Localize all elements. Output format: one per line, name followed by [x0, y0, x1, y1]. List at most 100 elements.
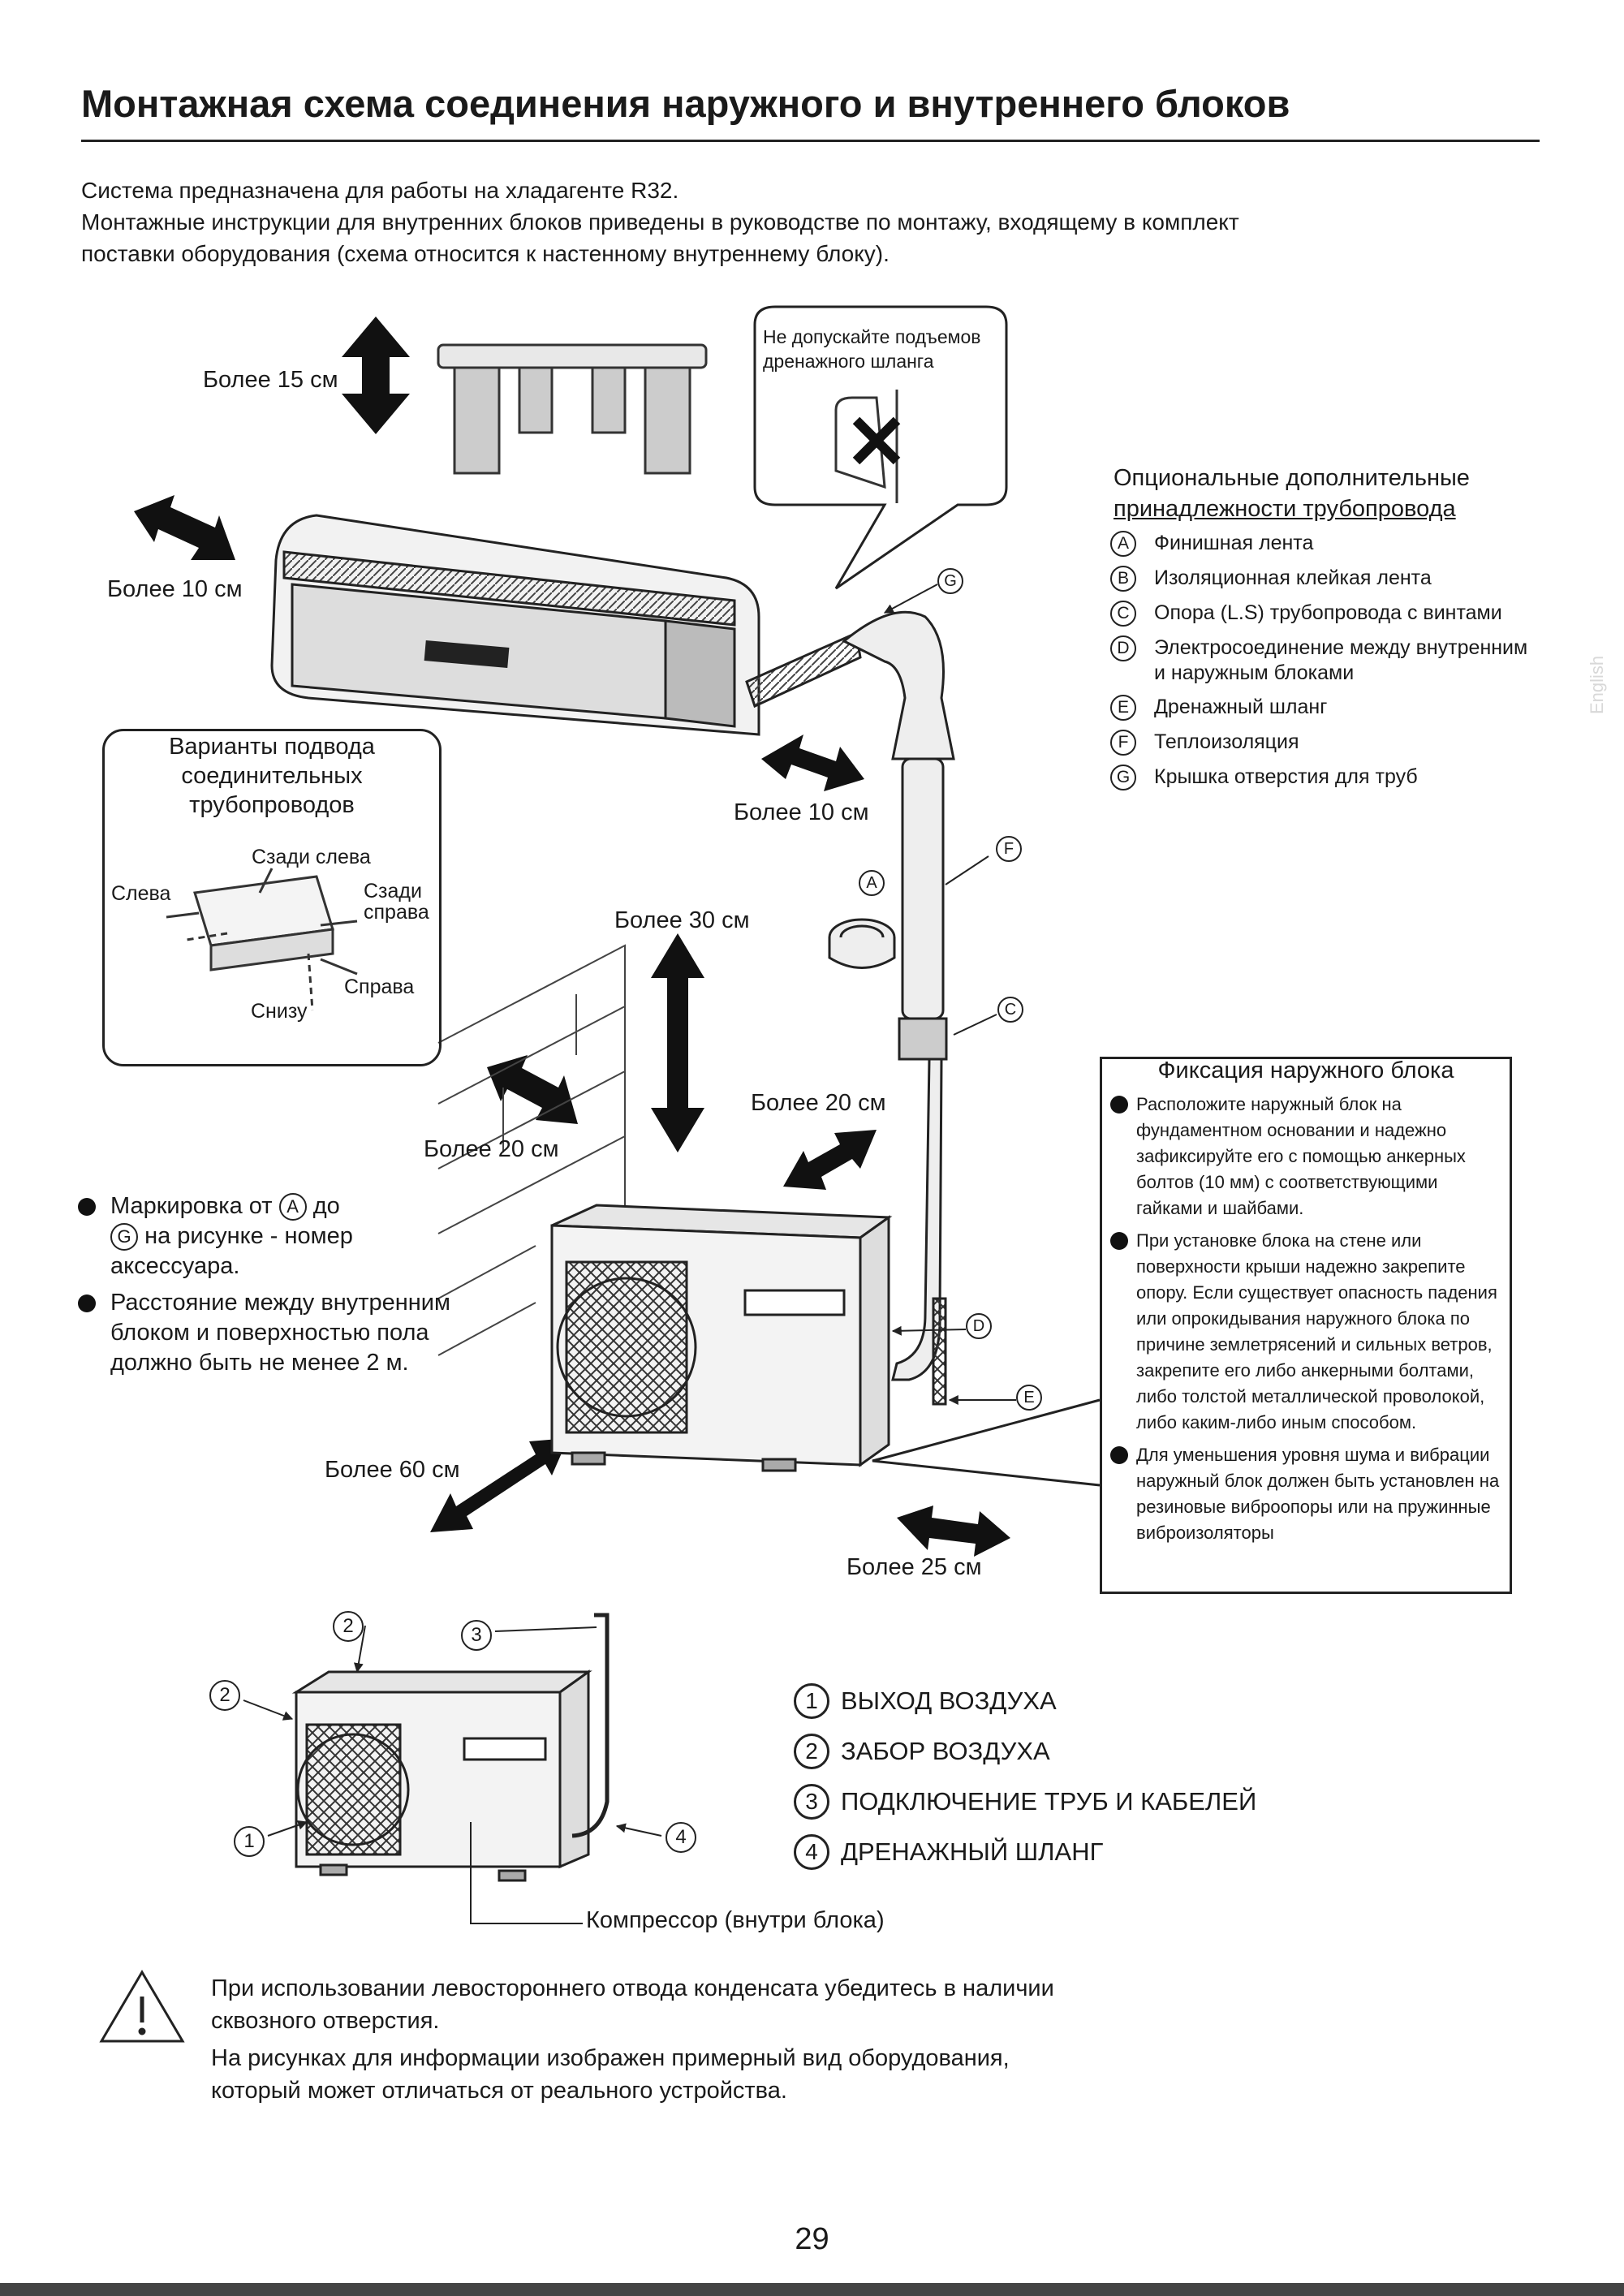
callout-3: 3: [461, 1620, 492, 1651]
page-number: 29: [795, 2222, 829, 2256]
marker-f: F: [996, 836, 1022, 862]
wall-sketch: [437, 944, 626, 1356]
bullet-icon: [1110, 1096, 1128, 1114]
drain-callout: [753, 305, 1008, 590]
callout-2-top: 2: [333, 1611, 364, 1642]
list-item-text: Для уменьшения уровня шума и вибрации на…: [1136, 1445, 1500, 1543]
mounting-plate: [437, 343, 708, 475]
warning-line: На рисунках для информации изображен при…: [211, 2045, 1010, 2071]
list-item: Маркировка от A до G на рисунке - номер …: [78, 1191, 459, 1282]
list-item-text: Маркировка от A до G на рисунке - номер …: [110, 1191, 459, 1282]
finish-tape-roll: [828, 918, 896, 969]
arrow-outdoor-left: [487, 1055, 578, 1124]
fixation-list: Расположите наружный блок на фундаментно…: [1110, 1092, 1505, 1553]
list-item-text: Крышка отверстия для труб: [1154, 765, 1418, 788]
distance-outdoor-side-label: Более 25 см: [846, 1554, 982, 1580]
variant-rear-right: Сзади справа: [364, 880, 429, 924]
bullet-icon: [1110, 1446, 1128, 1464]
arrow-above-outdoor: [651, 933, 704, 1152]
marker-e: E: [1016, 1385, 1042, 1411]
warning-icon: [99, 1970, 185, 2043]
letter-badge: F: [1110, 730, 1136, 756]
letter-badge: A: [1110, 531, 1136, 557]
outdoor-unit-callouts: [243, 1613, 662, 1924]
callout-2-side: 2: [209, 1680, 240, 1711]
list-item: Для уменьшения уровня шума и вибрации на…: [1110, 1442, 1505, 1546]
arrow-outdoor-side: [897, 1506, 1010, 1557]
note-text: до: [312, 1193, 340, 1219]
list-item-text: Дренажный шланг: [1154, 696, 1328, 718]
letter-badge: D: [1110, 635, 1136, 661]
notes-list: Маркировка от A до G на рисунке - номер …: [78, 1191, 459, 1385]
distance-outdoor-front-label: Более 60 см: [325, 1457, 460, 1483]
list-item-text: Опора (L.S) трубопровода с винтами: [1154, 601, 1502, 624]
legend-number: 4: [794, 1834, 829, 1870]
indoor-unit: [270, 514, 760, 736]
note-text: на рисунке - номер аксессуара.: [110, 1223, 353, 1279]
letter-badge: E: [1110, 695, 1136, 721]
legend-item: 3 ПОДКЛЮЧЕНИЕ ТРУБ И КАБЕЛЕЙ: [794, 1784, 1256, 1820]
list-item-text: Электросоединение между внутренним и нар…: [1154, 636, 1528, 684]
fixation-title: Фиксация наружного блока: [1157, 1058, 1454, 1083]
warning-line: При использовании левостороннего отвода …: [211, 1975, 1054, 2001]
title-rule: [81, 140, 1540, 142]
accessory-leaders: [883, 584, 1016, 1405]
pipe-run: [745, 610, 955, 1406]
outdoor-unit: [550, 1204, 893, 1472]
letter-badge: G: [1110, 765, 1136, 790]
list-item-text: Расстояние между внутренним блоком и пов…: [110, 1290, 450, 1376]
letter-badge: A: [278, 1193, 307, 1221]
legend-text: ДРЕНАЖНЫЙ ШЛАНГ: [841, 1837, 1104, 1866]
list-item: G Крышка отверстия для труб: [1110, 765, 1544, 790]
bullet-icon: [78, 1294, 96, 1312]
list-item: D Электросоединение между внутренним и на…: [1110, 635, 1544, 686]
list-item-text: Изоляционная клейкая лента: [1154, 566, 1432, 589]
list-item-text: При установке блока на стене или поверхн…: [1136, 1230, 1497, 1432]
piping-variants-box: [102, 729, 442, 1066]
arrow-top: [342, 317, 410, 434]
note-text: Маркировка от: [110, 1193, 273, 1219]
drain-callout-text: Не допускайте подъемов дренажного шланга: [763, 326, 981, 372]
list-item: F Теплоизоляция: [1110, 730, 1544, 756]
distance-above-outdoor-label: Более 30 см: [614, 907, 750, 933]
accessories-heading: Опциональные дополнительные принадлежнос…: [1114, 463, 1470, 524]
piping-variants-title-text: Варианты подвода соединительных трубопро…: [169, 734, 375, 818]
list-item: E Дренажный шланг: [1110, 695, 1544, 721]
legend-text: ВЫХОД ВОЗДУХА: [841, 1686, 1057, 1715]
fixation-box: [1100, 1057, 1512, 1594]
bottom-bar: [0, 2283, 1624, 2296]
marker-d: D: [966, 1313, 992, 1339]
legend-number: 3: [794, 1784, 829, 1820]
letter-badge: C: [1110, 601, 1136, 627]
marker-c: C: [997, 997, 1023, 1023]
intro-line: Система предназначена для работы на хлад…: [81, 178, 679, 203]
arrow-left: [134, 495, 235, 560]
variant-left: Слева: [111, 882, 171, 905]
distance-outdoor-right-label: Более 20 см: [751, 1090, 886, 1116]
piping-variants-title: Варианты подвода соединительных трубопро…: [102, 732, 442, 820]
page-title: Монтажная схема соединения наружного и в…: [81, 82, 1290, 125]
distance-right-label: Более 10 см: [734, 799, 869, 825]
compressor-label: Компрессор (внутри блока): [586, 1907, 885, 1933]
arrow-right-indoor: [761, 734, 864, 791]
accessories-heading-line: принадлежности трубопровода: [1114, 496, 1456, 522]
legend-text: ЗАБОР ВОЗДУХА: [841, 1737, 1050, 1765]
bullet-icon: [78, 1198, 96, 1216]
callout-4: 4: [666, 1822, 696, 1853]
variant-right: Справа: [344, 976, 415, 998]
callout-1: 1: [234, 1826, 265, 1857]
warning-line: сквозного отверстия.: [211, 2008, 440, 2034]
marker-a: A: [859, 870, 885, 896]
accessories-heading-line: Опциональные дополнительные: [1114, 465, 1470, 491]
list-item-text: Теплоизоляция: [1154, 730, 1299, 753]
fixation-pointer: [872, 1398, 1101, 1487]
letter-badge: G: [110, 1223, 138, 1251]
warning-line: который может отличаться от реального ус…: [211, 2078, 787, 2104]
legend-text: ПОДКЛЮЧЕНИЕ ТРУБ И КАБЕЛЕЙ: [841, 1787, 1257, 1816]
list-item: C Опора (L.S) трубопровода с винтами: [1110, 601, 1544, 627]
list-item: При установке блока на стене или поверхн…: [1110, 1228, 1505, 1436]
distance-outdoor-left-label: Более 20 см: [424, 1136, 559, 1162]
